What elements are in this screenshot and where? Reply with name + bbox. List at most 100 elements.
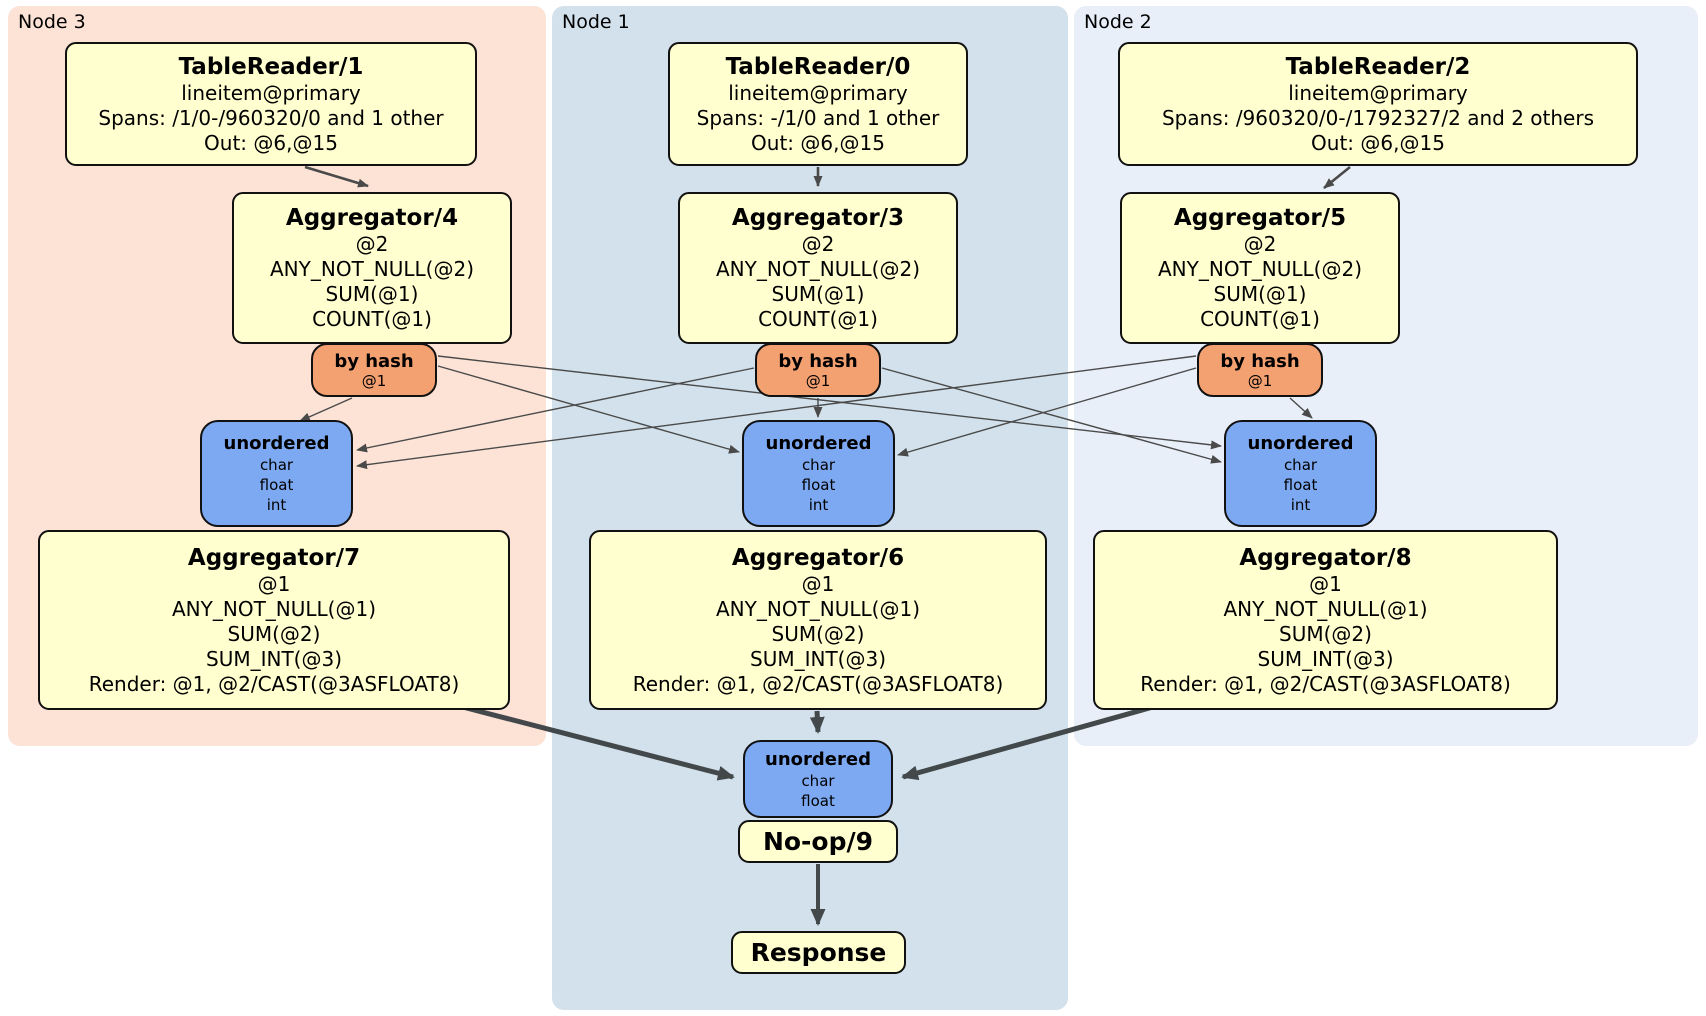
agg-fn: SUM(@1) <box>325 282 419 306</box>
stream-title: unordered <box>765 748 871 770</box>
processor-title: Aggregator/4 <box>285 205 459 231</box>
response-endpoint: Response <box>731 931 906 974</box>
processor-title: TableReader/2 <box>1285 53 1471 80</box>
processor-out: Out: @6,@15 <box>751 130 885 155</box>
render-expr: Render: @1, @2/CAST(@3ASFLOAT8) <box>88 671 460 696</box>
group-cols: @2 <box>355 232 389 256</box>
stream-type: char <box>1283 456 1318 474</box>
agg-fn: ANY_NOT_NULL(@1) <box>716 596 920 621</box>
router-title: by hash <box>334 350 414 372</box>
agg-fn: ANY_NOT_NULL(@1) <box>1223 596 1428 621</box>
processor-title: TableReader/0 <box>725 53 911 80</box>
stream-type: char <box>801 771 835 790</box>
stream-type: float <box>1283 476 1318 494</box>
agg-fn: SUM_INT(@3) <box>750 646 886 671</box>
processor-aggregator-5: Aggregator/5 @2 ANY_NOT_NULL(@2) SUM(@1)… <box>1120 192 1400 344</box>
agg-fn: SUM(@2) <box>771 621 865 646</box>
render-expr: Render: @1, @2/CAST(@3ASFLOAT8) <box>632 671 1004 696</box>
agg-fn: ANY_NOT_NULL(@2) <box>716 257 920 281</box>
processor-title: Aggregator/6 <box>731 544 905 571</box>
router-key: @1 <box>805 371 831 390</box>
stream-title: unordered <box>223 433 330 454</box>
processor-tablereader-2: TableReader/2 lineitem@primary Spans: /9… <box>1118 42 1638 166</box>
stream-unordered-node2: unordered char float int <box>1224 420 1377 527</box>
edge-hash1-un3 <box>356 367 755 453</box>
processor-aggregator-8: Aggregator/8 @1 ANY_NOT_NULL(@1) SUM(@2)… <box>1093 530 1558 710</box>
edge-agg8-unfinal <box>901 702 1161 781</box>
processor-out: Out: @6,@15 <box>204 130 338 155</box>
processor-title: No-op/9 <box>762 826 874 856</box>
edge-hash2-un3 <box>356 355 1197 470</box>
router-by-hash-node3: by hash @1 <box>311 343 437 397</box>
processor-title: Aggregator/3 <box>731 205 905 231</box>
processor-title: Response <box>750 937 887 967</box>
agg-fn: COUNT(@1) <box>312 307 432 331</box>
agg-fn: ANY_NOT_NULL(@1) <box>172 596 376 621</box>
processor-aggregator-7: Aggregator/7 @1 ANY_NOT_NULL(@1) SUM(@2)… <box>38 530 510 710</box>
router-by-hash-node1: by hash @1 <box>755 343 881 397</box>
render-expr: Render: @1, @2/CAST(@3ASFLOAT8) <box>1140 671 1511 696</box>
processor-table: lineitem@primary <box>728 80 908 105</box>
edge-agg6-unfinal <box>809 710 825 734</box>
stream-unordered-node1: unordered char float int <box>742 420 895 527</box>
processor-table: lineitem@primary <box>1288 80 1468 105</box>
stream-type: int <box>1290 496 1311 514</box>
agg-fn: ANY_NOT_NULL(@2) <box>1158 257 1362 281</box>
edge-hash2-un2 <box>1289 397 1313 419</box>
agg-fn: SUM_INT(@3) <box>1257 646 1394 671</box>
node2-label: Node 2 <box>1084 11 1152 33</box>
agg-fn: SUM(@2) <box>227 621 321 646</box>
router-title: by hash <box>778 350 858 372</box>
edge-hash1-un2 <box>881 367 1222 464</box>
processor-aggregator-6: Aggregator/6 @1 ANY_NOT_NULL(@1) SUM(@2)… <box>589 530 1047 710</box>
processor-title: Aggregator/7 <box>187 544 361 571</box>
node1-label: Node 1 <box>562 11 630 33</box>
stream-unordered-node3: unordered char float int <box>200 420 353 527</box>
stream-title: unordered <box>765 433 872 454</box>
agg-fn: SUM(@2) <box>1279 621 1372 646</box>
processor-title: Aggregator/5 <box>1173 205 1347 231</box>
processor-title: TableReader/1 <box>178 53 364 80</box>
agg-fn: COUNT(@1) <box>758 307 878 331</box>
processor-title: Aggregator/8 <box>1239 544 1412 571</box>
router-key: @1 <box>1247 371 1273 390</box>
edge-hash3-un1 <box>437 365 740 454</box>
edge-tr2-agg5 <box>1323 165 1351 190</box>
processor-spans: Spans: -/1/0 and 1 other <box>696 105 940 130</box>
processor-out: Out: @6,@15 <box>1311 130 1445 155</box>
agg-fn: SUM(@1) <box>771 282 865 306</box>
edge-hash2-un1 <box>897 367 1197 457</box>
processor-aggregator-4: Aggregator/4 @2 ANY_NOT_NULL(@2) SUM(@1)… <box>232 192 512 344</box>
edge-hash3-un2 <box>437 355 1222 450</box>
group-cols: @1 <box>1309 571 1342 596</box>
agg-fn: SUM(@1) <box>1213 282 1307 306</box>
stream-unordered-final: unordered char float <box>743 740 893 818</box>
processor-spans: Spans: /960320/0-/1792327/2 and 2 others <box>1161 105 1594 130</box>
stream-title: unordered <box>1247 433 1354 454</box>
group-cols: @1 <box>801 571 835 596</box>
stream-type: int <box>808 496 829 514</box>
group-cols: @1 <box>257 571 291 596</box>
agg-fn: SUM_INT(@3) <box>206 646 342 671</box>
agg-fn: COUNT(@1) <box>1200 307 1320 331</box>
processor-tablereader-0: TableReader/0 lineitem@primary Spans: -/… <box>668 42 968 166</box>
router-by-hash-node2: by hash @1 <box>1197 343 1323 397</box>
edge-hash3-un3 <box>299 397 353 422</box>
stream-type: int <box>266 496 287 514</box>
group-cols: @2 <box>801 232 835 256</box>
stream-type: float <box>801 791 835 810</box>
router-title: by hash <box>1220 350 1300 372</box>
stream-type: char <box>259 456 294 474</box>
processor-spans: Spans: /1/0-/960320/0 and 1 other <box>98 105 444 130</box>
stream-type: char <box>801 456 836 474</box>
router-key: @1 <box>361 371 387 390</box>
edge-tr1-agg4 <box>304 165 369 188</box>
stream-type: float <box>801 476 836 494</box>
stream-type: float <box>259 476 294 494</box>
processor-noop-9: No-op/9 <box>738 820 898 863</box>
processor-table: lineitem@primary <box>181 80 361 105</box>
node3-label: Node 3 <box>18 11 86 33</box>
edge-agg7-unfinal <box>454 702 735 781</box>
